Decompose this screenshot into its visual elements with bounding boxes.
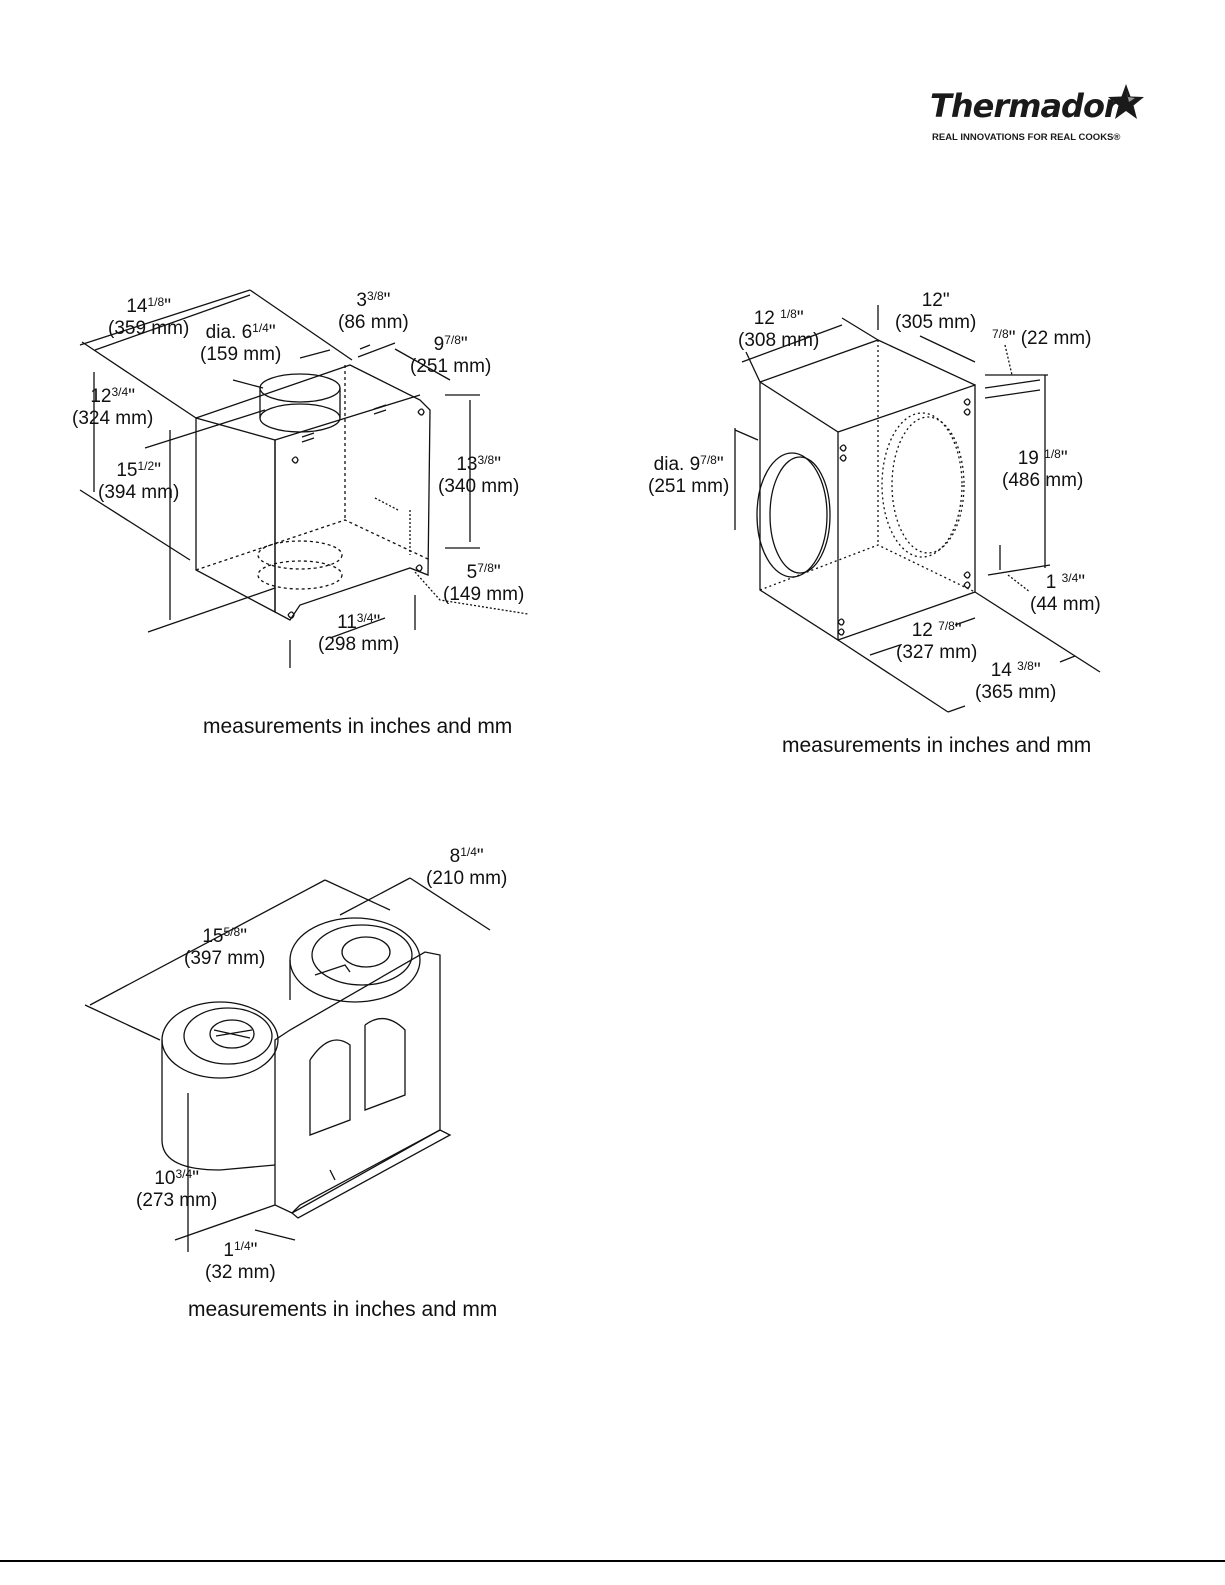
dim-label: 133/8"(340 mm) [438,453,520,497]
dim-label: 141/8"(359 mm) [108,295,190,339]
dim-label: 57/8"(149 mm) [443,561,525,605]
figure-3-caption: measurements in inches and mm [188,1298,498,1321]
dim-label: 97/8"(251 mm) [410,333,492,377]
dim-label: 12 7/8"(327 mm) [896,619,978,663]
dim-label: 123/4"(324 mm) [72,385,154,429]
dim-label: 14 3/8"(365 mm) [975,659,1057,703]
brand-tagline: REAL INNOVATIONS FOR REAL COOKS® [932,132,1121,143]
figure-2-caption: measurements in inches and mm [782,734,1092,757]
thermador-logo: Thermador REAL INNOVATIONS FOR REAL COOK… [930,82,1150,152]
dim-label: 11/4"(32 mm) [205,1239,276,1283]
dim-label: 12"(305 mm) [895,290,977,333]
dim-label: 81/4"(210 mm) [426,845,508,889]
figure-2-blower-housing [734,305,1101,713]
dim-label: 155/8"(397 mm) [184,925,266,969]
dim-label: 33/8"(86 mm) [338,289,409,333]
dim-label: dia. 61/4"(159 mm) [200,321,282,365]
dim-label: 103/4"(273 mm) [136,1167,218,1211]
figure-1-blower-housing [79,289,529,668]
brand-wordmark: Thermador [930,87,1120,125]
dim-label: 19 1/8"(486 mm) [1002,447,1084,491]
star-icon [1108,84,1144,119]
dim-label: 12 1/8"(308 mm) [738,307,820,351]
page-bottom-rule [0,1560,1225,1562]
dim-label: 151/2"(394 mm) [98,459,180,503]
dim-label: dia. 97/8"(251 mm) [648,453,730,497]
figure-1-caption: measurements in inches and mm [203,715,513,738]
dim-label: 7/8" (22 mm) [992,327,1092,349]
dim-label: 1 3/4"(44 mm) [1030,571,1101,615]
figure-3-blower-assembly [84,877,491,1252]
dim-label: 113/4"(298 mm) [318,611,400,655]
